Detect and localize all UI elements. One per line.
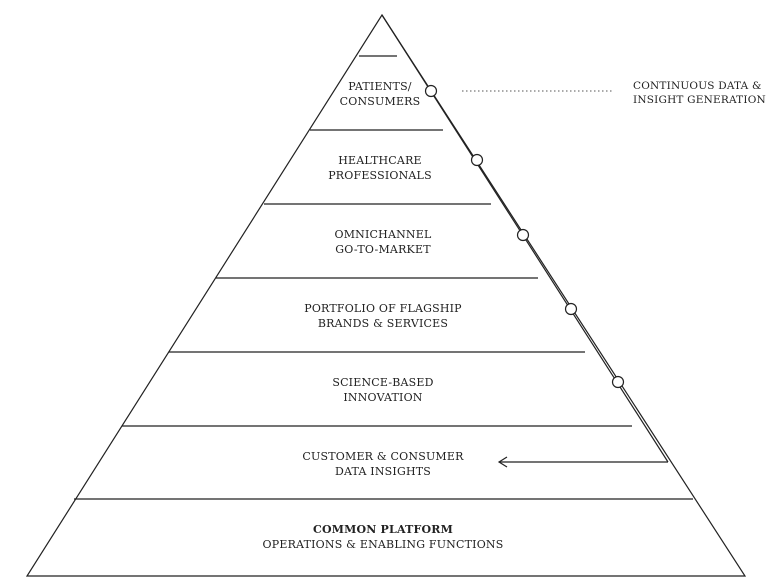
tier-label-line: DATA INSIGHTS	[334, 465, 432, 478]
tier-label-line: CUSTOMER & CONSUMER	[302, 450, 464, 463]
data-node-4	[564, 302, 578, 316]
base-platform-label: COMMON PLATFORM OPERATIONS & ENABLING FU…	[223, 522, 543, 552]
continuous-data-note: CONTINUOUS DATA & INSIGHT GENERATION	[633, 79, 766, 107]
tier-label-line: BRANDS & SERVICES	[317, 317, 449, 330]
data-node-3	[516, 228, 530, 242]
tier-label-line: PATIENTS/	[348, 80, 412, 93]
tier-label-portfolio: PORTFOLIO OF FLAGSHIP BRANDS & SERVICES	[263, 301, 503, 331]
side-note-line: CONTINUOUS DATA &	[633, 80, 762, 92]
tier-label-omnichannel: OMNICHANNEL GO-TO-MARKET	[283, 227, 483, 257]
tier-label-line: PORTFOLIO OF FLAGSHIP	[304, 302, 462, 315]
data-node-5	[611, 375, 625, 389]
tier-label-customer-insights: CUSTOMER & CONSUMER DATA INSIGHTS	[243, 449, 523, 479]
tier-label-line: PROFESSIONALS	[328, 169, 432, 182]
pyramid-outline	[25, 13, 747, 577]
tier-label-line: OMNICHANNEL	[334, 228, 432, 241]
side-note-line: INSIGHT GENERATION	[633, 94, 766, 106]
tier-label-line: CONSUMERS	[339, 95, 421, 108]
base-platform-subtitle: OPERATIONS & ENABLING FUNCTIONS	[262, 538, 504, 551]
tier-label-healthcare-professionals: HEALTHCARE PROFESSIONALS	[290, 153, 470, 183]
feedback-arrowhead-icon	[497, 456, 508, 468]
tier-label-line: GO-TO-MARKET	[335, 243, 431, 256]
tier-label-line: INNOVATION	[343, 391, 423, 404]
data-node-2	[470, 153, 484, 167]
tier-label-patients-consumers: PATIENTS/ CONSUMERS	[300, 79, 460, 109]
base-platform-title: COMMON PLATFORM	[313, 523, 453, 536]
tier-label-line: HEALTHCARE	[338, 154, 422, 167]
data-node-1	[424, 84, 438, 98]
tier-label-line: SCIENCE-BASED	[332, 376, 434, 389]
tier-label-science-innovation: SCIENCE-BASED INNOVATION	[263, 375, 503, 405]
